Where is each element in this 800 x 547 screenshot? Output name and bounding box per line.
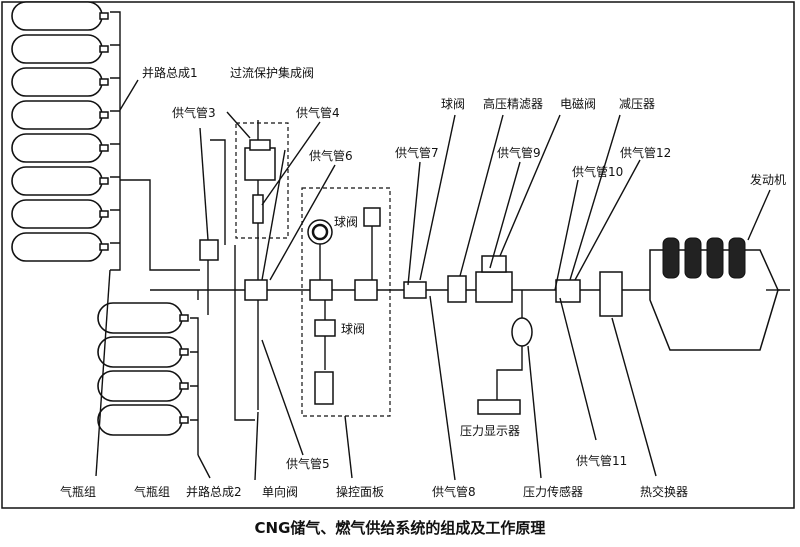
pressure-sensor-icon: [496, 290, 533, 400]
label-pressure-sensor: 压力传感器: [523, 484, 583, 499]
panel-tee-fittings: [199, 239, 378, 301]
panel-ball-valve-icon-2: [314, 296, 336, 370]
label-cylinder-group-a: 气瓶组: [60, 484, 96, 499]
label-pressure-reducer: 减压器: [619, 97, 655, 111]
heat-exchanger-icon: [599, 271, 623, 317]
leader-lines: [95, 111, 771, 481]
cylinder-group-a: [11, 1, 109, 262]
gas-cylinder: [97, 302, 189, 334]
label-supply-pipe-12: 供气管12: [620, 145, 671, 160]
gas-cylinder: [11, 199, 109, 229]
label-supply-pipe-3: 供气管3: [172, 105, 216, 120]
label-parallel-assembly-2: 并路总成2: [186, 484, 242, 499]
solenoid-valve-icon-a: [244, 139, 276, 224]
diagram-caption: CNG储气、燃气供给系统的组成及工作原理: [255, 519, 546, 537]
control-panel-box: [301, 187, 391, 417]
label-hp-filter: 高压精滤器: [483, 96, 543, 111]
cylinder-group-b: [97, 302, 189, 436]
pressure-gauge-icon: [307, 219, 333, 280]
gas-cylinder: [11, 100, 109, 130]
panel-ball-valve-icon-1: [363, 207, 381, 280]
label-ball-valve-panel-2: 球阀: [341, 322, 365, 336]
overflow-valve-box: [235, 122, 289, 239]
parallel-assembly-1-lines: [110, 11, 200, 271]
gas-cylinder: [11, 133, 109, 163]
label-solenoid-valve: 电磁阀: [560, 96, 596, 111]
gas-cylinder: [11, 166, 109, 196]
gas-cylinder: [97, 404, 189, 436]
label-supply-pipe-6: 供气管6: [309, 148, 353, 163]
label-engine: 发动机: [750, 172, 786, 187]
label-check-valve: 单向阀: [262, 484, 298, 499]
label-supply-pipe-8: 供气管8: [432, 484, 476, 499]
gas-cylinder: [11, 232, 109, 262]
label-supply-pipe-7: 供气管7: [395, 145, 439, 160]
gas-cylinder: [11, 67, 109, 97]
pressure-reducer-icon: [555, 279, 581, 303]
label-control-panel: 操控面板: [336, 484, 384, 499]
pressure-display-icon: [477, 399, 521, 415]
label-pressure-display: 压力显示器: [460, 424, 520, 438]
ball-valve-main-icon: [403, 281, 427, 299]
gas-cylinder: [11, 34, 109, 64]
label-supply-pipe-4: 供气管4: [296, 105, 340, 120]
parallel-assembly-2-lines: [190, 317, 211, 479]
label-cylinder-group-b: 气瓶组: [134, 484, 170, 499]
label-overflow-valve: 过流保护集成阀: [230, 65, 314, 80]
label-ball-valve-panel-1: 球阀: [334, 215, 358, 229]
label-supply-pipe-10: 供气管10: [572, 164, 623, 179]
gas-cylinder: [97, 336, 189, 368]
label-supply-pipe-5: 供气管5: [286, 456, 330, 471]
diagram-frame: [1, 1, 795, 509]
label-supply-pipe-9: 供气管9: [497, 145, 541, 160]
label-heat-exchanger: 热交换器: [640, 484, 688, 499]
gas-cylinder: [11, 1, 109, 31]
engine-icon: [649, 237, 780, 351]
solenoid-valve-icon-b: [475, 255, 513, 303]
label-supply-pipe-11: 供气管11: [576, 453, 627, 468]
label-parallel-assembly-1: 并路总成1: [142, 65, 198, 80]
label-ball-valve-top: 球阀: [441, 97, 465, 111]
gas-cylinder: [97, 370, 189, 402]
hp-filter-icon: [447, 275, 467, 303]
panel-filter-icon: [314, 371, 334, 405]
